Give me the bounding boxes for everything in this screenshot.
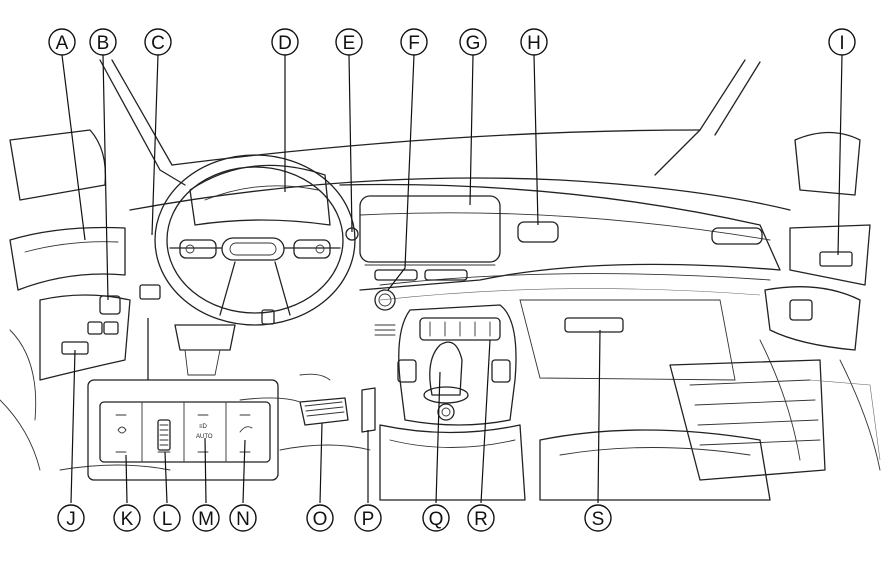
svg-text:E: E [343,33,356,54]
callout-h: H [520,28,548,56]
svg-text:H: H [527,33,541,54]
svg-text:B: B [97,33,110,54]
svg-text:P: P [362,509,375,530]
callout-o: O [306,504,334,532]
rotary-knob [437,403,455,421]
callout-s: S [584,504,612,532]
glovebox-handle [564,317,624,333]
svg-text:L: L [162,509,173,530]
instrument-cluster [189,164,331,226]
svg-text:D: D [278,33,292,54]
steering-wheel [139,154,359,326]
callout-l: L [153,504,181,532]
svg-text:G: G [466,33,481,54]
switch-k-icon [117,426,127,434]
dashboard [129,177,791,381]
callout-n: N [229,504,257,532]
center-display [359,195,501,263]
callout-q: Q [422,504,450,532]
svg-text:N: N [236,509,250,530]
svg-text:J: J [66,509,76,530]
auto-headlight-label: AUTO [196,434,213,440]
callout-i: I [828,28,856,56]
callout-b: B [89,28,117,56]
callout-d: D [271,28,299,56]
svg-text:O: O [313,509,328,530]
callouts-bottom: J K L M N O P Q R S [57,504,612,532]
svg-text:Q: Q [429,509,444,530]
passenger-seat [539,359,881,501]
start-button [374,289,396,336]
callout-p: P [354,504,382,532]
callout-m: M [192,504,220,532]
callout-k: K [113,504,141,532]
left-door [0,129,131,471]
callout-c: C [144,28,172,56]
svg-text:K: K [121,509,134,530]
svg-text:F: F [408,33,420,54]
right-door [759,131,881,471]
center-console [379,304,526,501]
svg-text:I: I [839,33,844,54]
svg-text:≡D: ≡D [199,424,208,430]
passenger-air-vent [711,227,763,245]
switch-panel-inset: ≡D AUTO [87,318,279,481]
callout-e: E [335,28,363,56]
steering-column [174,324,236,376]
console-button-panel [419,317,501,341]
inset-frame [87,379,279,481]
callout-a: A [48,28,76,56]
callout-r: R [467,504,495,532]
leader-lines [61,54,843,504]
svg-text:A: A [56,33,69,54]
svg-text:C: C [151,33,165,54]
callout-f: F [400,28,428,56]
callout-g: G [459,28,487,56]
interior-drawing [0,59,881,501]
svg-text:S: S [592,509,605,530]
callout-j: J [57,504,85,532]
windshield-frame [99,59,761,186]
driver-floor [59,397,371,471]
pedals [299,373,376,433]
svg-text:R: R [474,509,488,530]
svg-text:M: M [198,509,214,530]
switch-n-icon [239,426,253,433]
callouts-top: A B C D E F G H I [48,28,856,56]
gear-shifter [429,341,463,396]
dimmer-thumbwheel [157,419,171,451]
